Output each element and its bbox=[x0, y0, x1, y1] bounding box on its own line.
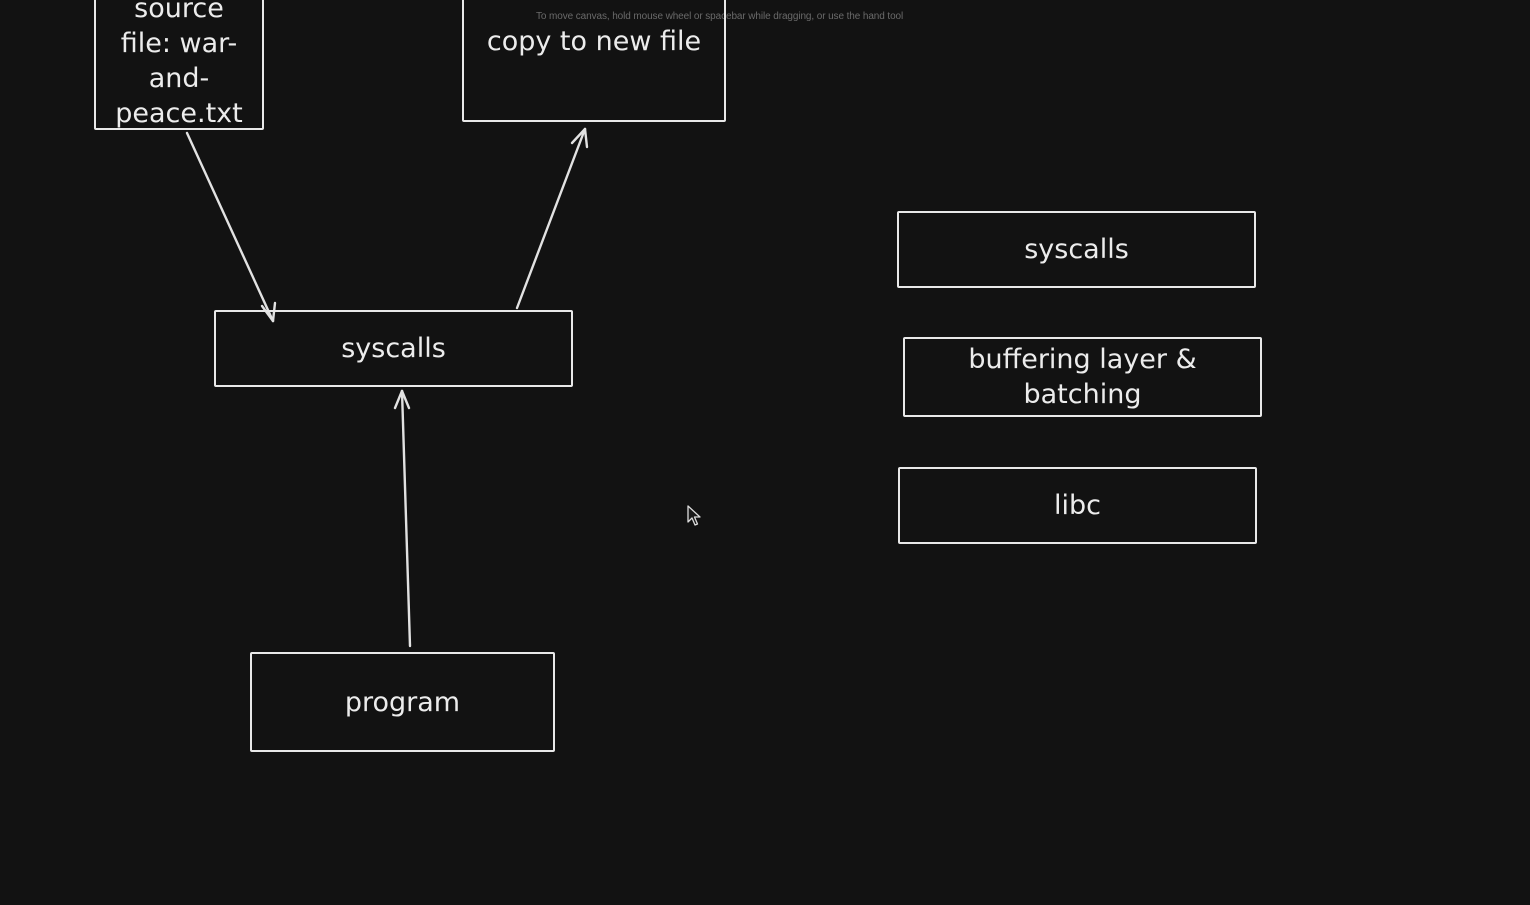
libc-layer-label: libc bbox=[1054, 490, 1101, 521]
program-box[interactable]: program bbox=[250, 652, 555, 752]
buffering-layer-label: buffering layer & batching bbox=[968, 344, 1197, 410]
arrow-syscalls-to-copy[interactable] bbox=[515, 127, 589, 310]
buffering-layer-box[interactable]: buffering layer & batching bbox=[903, 337, 1262, 417]
program-label: program bbox=[344, 686, 461, 718]
source-file-box[interactable]: source file: war-and-peace.txt bbox=[94, 0, 264, 130]
copy-file-label: copy to new file bbox=[486, 26, 702, 57]
libc-layer-box[interactable]: libc bbox=[898, 467, 1257, 544]
arrow-source-to-syscalls[interactable] bbox=[185, 131, 277, 323]
mouse-pointer-icon bbox=[687, 505, 701, 526]
syscalls-layer-box[interactable]: syscalls bbox=[897, 211, 1256, 288]
copy-file-box[interactable]: copy to new file bbox=[462, 0, 726, 122]
source-file-label: source file: war-and-peace.txt bbox=[115, 0, 243, 129]
syscalls-label: syscalls bbox=[341, 333, 446, 364]
syscalls-box[interactable]: syscalls bbox=[214, 310, 573, 387]
canvas-hint: To move canvas, hold mouse wheel or spac… bbox=[536, 11, 904, 22]
syscalls-layer-label: syscalls bbox=[1024, 234, 1129, 265]
arrow-program-to-syscalls[interactable] bbox=[393, 389, 412, 648]
